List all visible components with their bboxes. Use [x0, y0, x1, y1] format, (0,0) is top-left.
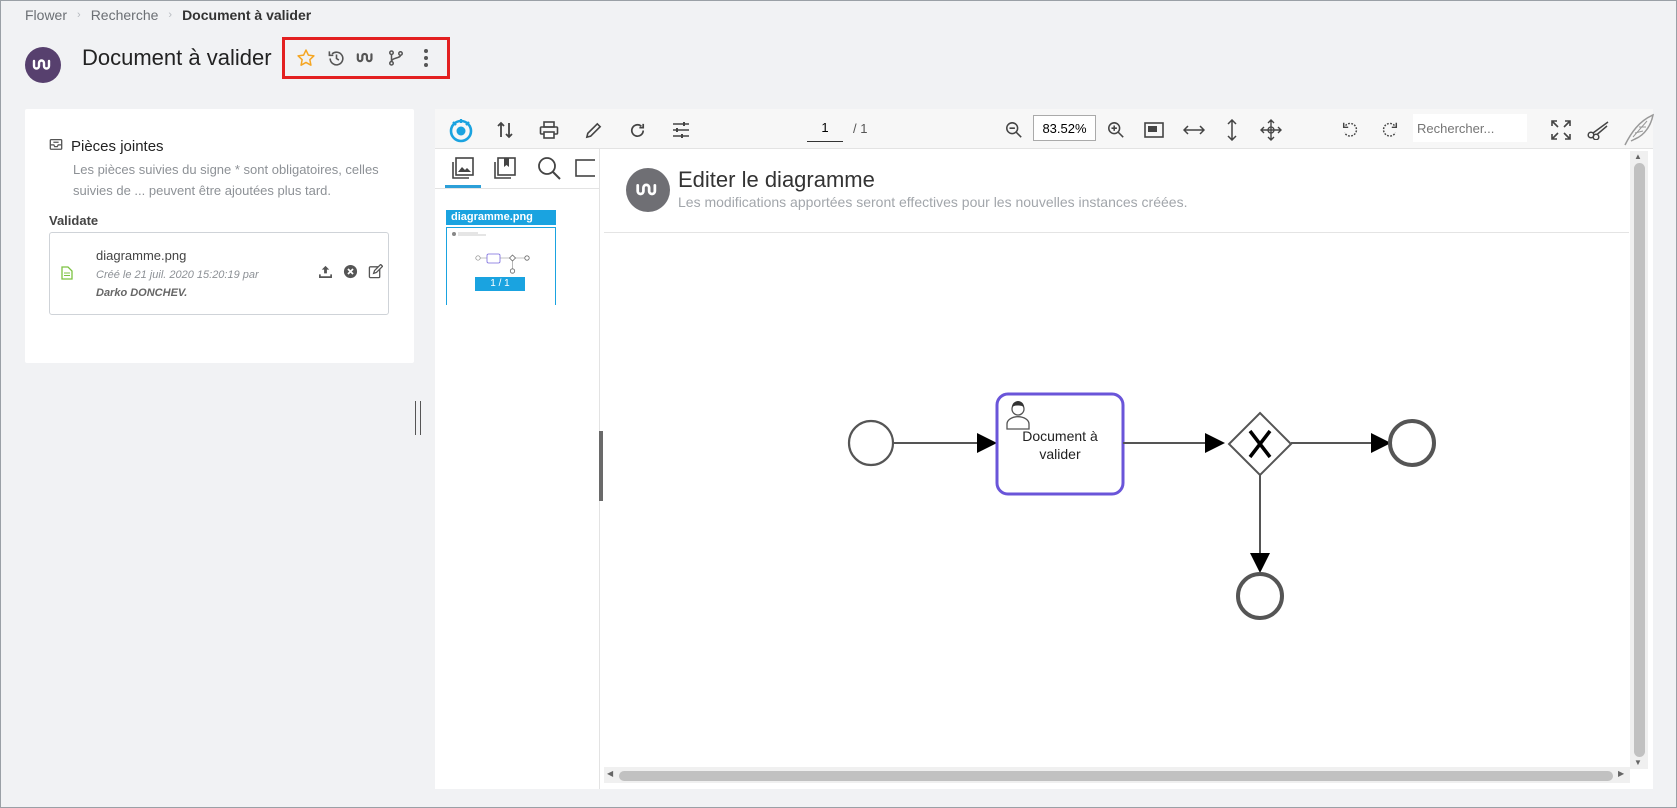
chevron-right-icon: ›	[168, 9, 173, 21]
attachments-title: Pièces jointes	[49, 137, 164, 155]
viewer-logo-icon[interactable]	[448, 117, 474, 143]
start-event	[847, 419, 895, 467]
zoom-in-icon[interactable]	[1103, 117, 1129, 143]
feather-signature-icon[interactable]	[1623, 113, 1655, 147]
scroll-up-arrow-icon[interactable]: ▲	[1634, 152, 1642, 161]
attachment-file-item	[49, 232, 389, 315]
thumbnail-panel-resize-handle[interactable]	[599, 431, 603, 501]
page-number-input[interactable]	[807, 114, 843, 142]
user-icon	[1006, 401, 1030, 430]
page-total: / 1	[853, 121, 868, 136]
history-icon[interactable]	[325, 47, 347, 69]
fullscreen-icon[interactable]	[1548, 117, 1574, 143]
remove-circle-icon[interactable]	[342, 263, 359, 280]
annotations-tab-icon[interactable]	[573, 154, 595, 182]
fit-height-icon[interactable]	[1219, 117, 1245, 143]
panel-resize-handle[interactable]	[415, 401, 421, 435]
print-icon[interactable]	[536, 117, 562, 143]
chevron-right-icon: ›	[77, 9, 81, 21]
attachments-description: Les pièces suivies du signe * sont oblig…	[73, 162, 379, 198]
app-logo	[25, 47, 61, 83]
scroll-right-arrow-icon[interactable]: ▶	[1618, 769, 1625, 778]
file-icon	[61, 266, 73, 285]
more-vertical-icon[interactable]	[415, 47, 437, 69]
zoom-level-input[interactable]	[1033, 115, 1096, 141]
pan-move-icon[interactable]	[1258, 117, 1284, 143]
thumbnails-tab-icon[interactable]	[449, 154, 477, 182]
document-subheading: Les modifications apportées seront effec…	[678, 194, 1188, 210]
attachment-group-label: Validate	[49, 213, 99, 228]
page-title: Document à valider	[82, 45, 272, 70]
document-heading: Editer le diagramme	[678, 167, 875, 192]
document-divider	[604, 232, 1629, 233]
page-thumbnail[interactable]	[446, 227, 556, 305]
star-icon[interactable]	[295, 47, 317, 69]
breadcrumb-item-recherche[interactable]: Recherche	[90, 7, 159, 23]
scissors-icon[interactable]	[1585, 117, 1611, 143]
thumbnail-filename[interactable]: diagramme.png	[446, 210, 556, 225]
bookmarks-tab-icon[interactable]	[491, 154, 519, 182]
attachment-actions	[317, 263, 384, 280]
thumbnail-diagram-preview	[452, 232, 530, 274]
end-event	[1236, 572, 1284, 620]
sort-arrows-icon[interactable]	[492, 117, 518, 143]
bpmn-diagram: Document à valider	[847, 392, 1436, 620]
scroll-down-arrow-icon[interactable]: ▼	[1634, 758, 1642, 767]
document-logo	[626, 168, 670, 212]
active-tab-indicator	[445, 185, 481, 188]
vertical-scrollbar-thumb[interactable]	[1634, 163, 1645, 757]
edit-icon[interactable]	[367, 263, 384, 280]
gateway-x-marker	[1248, 429, 1272, 459]
user-task-label-line1: Document à	[1022, 428, 1098, 444]
thumbnail-page-label: 1 / 1	[475, 277, 525, 291]
rotate-right-icon[interactable]	[1377, 117, 1403, 143]
fit-width-icon[interactable]	[1181, 117, 1207, 143]
search-tab-icon[interactable]	[535, 154, 563, 182]
settings-sliders-icon[interactable]	[668, 117, 694, 143]
attachment-file-name[interactable]: diagramme.png	[96, 248, 187, 263]
breadcrumb-current: Document à valider	[182, 7, 312, 23]
header-actions	[282, 37, 450, 79]
horizontal-scrollbar-thumb[interactable]	[619, 771, 1613, 781]
branch-icon[interactable]	[385, 47, 407, 69]
refresh-icon[interactable]	[624, 117, 650, 143]
inbox-icon	[49, 137, 63, 155]
breadcrumb: Flower › Recherche › Document à valider	[25, 7, 311, 23]
attachment-file-meta: Créé le 21 juil. 2020 15:20:19 par Darko…	[96, 269, 259, 299]
rotate-left-icon[interactable]	[1337, 117, 1363, 143]
scroll-left-arrow-icon[interactable]: ◀	[607, 769, 614, 778]
fit-page-icon[interactable]	[1141, 117, 1167, 143]
upload-icon[interactable]	[317, 263, 334, 280]
document-search-input[interactable]	[1413, 114, 1527, 142]
end-event	[1388, 419, 1436, 467]
pencil-icon[interactable]	[580, 117, 606, 143]
tab-divider	[435, 188, 600, 189]
user-task-label-line2: valider	[1039, 446, 1081, 462]
zoom-out-icon[interactable]	[1001, 117, 1027, 143]
workflow-icon[interactable]	[355, 47, 377, 69]
breadcrumb-item-flower[interactable]: Flower	[25, 7, 68, 23]
attachment-author: Darko DONCHEV.	[96, 287, 188, 299]
